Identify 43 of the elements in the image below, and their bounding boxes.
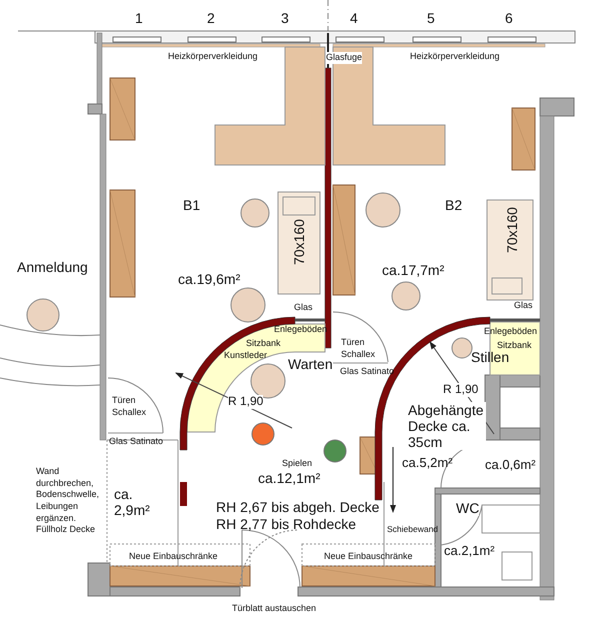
area-label: ca.12,1m² xyxy=(258,470,320,486)
furniture-label: Sitzbank xyxy=(497,340,532,352)
note-text: Türblatt austauschen xyxy=(232,603,316,615)
area-label: ca.2,1m² xyxy=(444,544,495,559)
note-text: Glas Satinato xyxy=(109,436,164,448)
furniture-label: Sitzbank xyxy=(246,338,281,350)
column-number: 5 xyxy=(427,10,435,26)
furniture-label: Neue Einbauschränke xyxy=(324,551,413,563)
room-label: Spielen xyxy=(282,458,312,470)
note-text: Türen Schallex xyxy=(112,395,148,418)
furniture-label: Enlegeböden xyxy=(484,326,538,338)
area-label: ca.5,2m² xyxy=(402,456,453,471)
dimension-label: R 1,90 xyxy=(443,383,478,397)
note-text: Glas xyxy=(294,302,313,314)
column-number: 1 xyxy=(135,10,143,26)
note-text: Kunstleder xyxy=(224,350,268,362)
column-number: 6 xyxy=(505,10,513,26)
dimension-label: 70x160 xyxy=(290,219,308,265)
note-text: RH 2,77 bis Rohdecke xyxy=(216,516,356,532)
room-label: Warten xyxy=(288,356,333,372)
column-number: 2 xyxy=(207,10,215,26)
dimension-label: R 1,90 xyxy=(228,395,264,409)
note-text: Glasfuge xyxy=(326,52,362,64)
room-label: Stillen xyxy=(471,349,510,366)
furniture-label: Neue Einbauschränke xyxy=(129,551,218,563)
furniture-label: Heizkörperverkleidung xyxy=(168,51,258,63)
column-number: 4 xyxy=(350,10,358,26)
note-text: Wand durchbrechen, Bodenschwelle, Leibungen ergänzen. Füllholz Decke xyxy=(36,466,100,536)
note-text: Glas xyxy=(514,300,533,312)
dimension-label: 70x160 xyxy=(504,207,520,253)
note-text: Türen Schallex xyxy=(341,337,376,360)
area-label: ca. 2,9m² xyxy=(114,486,151,518)
room-label: WC xyxy=(456,500,480,516)
furniture-label: Heizkörperverkleidung xyxy=(410,51,500,63)
area-label: ca.0,6m² xyxy=(485,458,536,473)
area-label: ca.19,6m² xyxy=(178,271,240,288)
area-label: ca.17,7m² xyxy=(382,262,444,278)
room-label: B2 xyxy=(445,197,462,214)
room-label: Anmeldung xyxy=(17,259,88,276)
note-text: RH 2,67 bis abgeh. Decke xyxy=(216,499,380,516)
room-label: B1 xyxy=(183,197,200,214)
note-text: Abgehängte Decke ca. 35cm xyxy=(408,402,486,450)
column-number: 3 xyxy=(281,10,289,26)
